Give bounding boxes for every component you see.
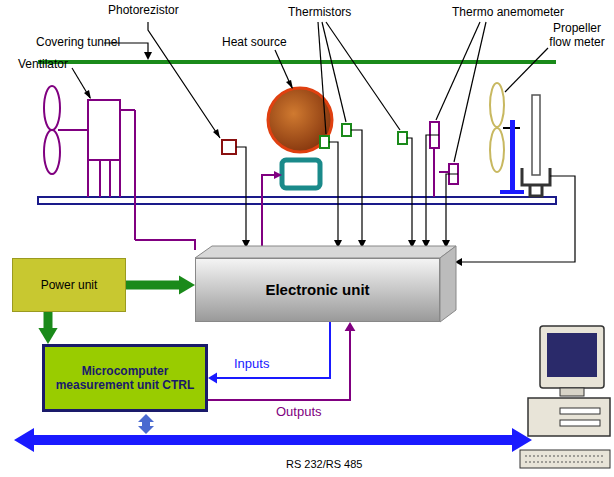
bus-link-arrow [138, 414, 154, 434]
microcomputer-box: Microcomputer measurement unit CTRL [42, 344, 208, 412]
edge-label: Inputs [232, 356, 271, 371]
computer-icon [520, 326, 610, 468]
unit-side-face [440, 246, 456, 322]
connector [208, 322, 355, 400]
covering-tunnel [38, 60, 556, 64]
photorezistor [222, 140, 236, 154]
heater-base [282, 160, 320, 188]
electronic-unit-box: Electronic unit [195, 258, 440, 322]
part-label: Ventilator [18, 58, 68, 72]
connector [208, 322, 330, 383]
part-label: Thermistors [288, 6, 351, 20]
part-label: Heat source [222, 36, 287, 50]
heat-source [268, 88, 332, 152]
propeller-flow-meter [490, 83, 550, 196]
base-plate [38, 197, 556, 204]
edge-label: Outputs [274, 404, 324, 419]
node-text: Power unit [41, 278, 98, 292]
leader-arrowheads [84, 52, 293, 138]
part-label: Photorezistor [108, 4, 179, 18]
power-unit-box: Power unit [12, 258, 126, 312]
leader-lines [72, 22, 548, 162]
bus-label: RS 232/RS 485 [286, 458, 362, 471]
heater-wire [262, 175, 278, 250]
unit-top-face [195, 246, 456, 258]
part-label: Propeller flow meter [544, 22, 610, 50]
connector [126, 275, 195, 294]
part-label: Covering tunnel [36, 36, 120, 50]
node-text: Electronic unit [265, 281, 369, 299]
thermistors [320, 124, 407, 148]
part-label: Thermo anemometer [452, 6, 564, 20]
sensor-wires [236, 130, 575, 262]
thermo-anemometer [430, 122, 458, 197]
node-text: Microcomputer measurement unit CTRL [51, 364, 199, 393]
rs-bus-arrow [14, 428, 532, 452]
ventilator [44, 86, 195, 250]
connector [38, 312, 57, 344]
